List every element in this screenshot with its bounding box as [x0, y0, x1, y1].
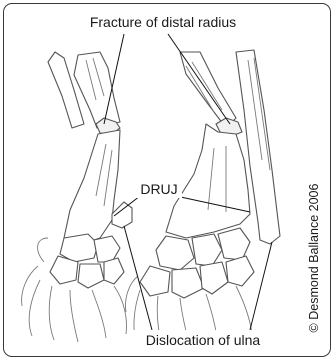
- left-radius-distal: [64, 130, 120, 246]
- druj-label: DRUJ: [140, 181, 177, 197]
- right-carpal-3: [218, 228, 250, 260]
- fracture-label: Fracture of distal radius: [90, 14, 236, 30]
- leader-dislocation-right: [250, 242, 272, 330]
- left-carpal-3: [50, 256, 78, 284]
- right-carpal-5: [172, 268, 204, 298]
- right-carpal-6: [200, 262, 228, 294]
- left-carpal-5: [104, 258, 124, 284]
- right-carpal-2: [192, 234, 222, 266]
- leader-fracture-right: [168, 34, 230, 124]
- left-wrist: [22, 52, 132, 342]
- right-carpal-4: [140, 266, 170, 296]
- left-carpal-4: [78, 264, 104, 288]
- copyright-label: © Desmond Ballance 2006: [307, 184, 321, 333]
- right-carpal-1: [156, 236, 194, 270]
- right-carpal-7: [226, 256, 254, 286]
- dislocation-label: Dislocation of ulna: [146, 332, 261, 348]
